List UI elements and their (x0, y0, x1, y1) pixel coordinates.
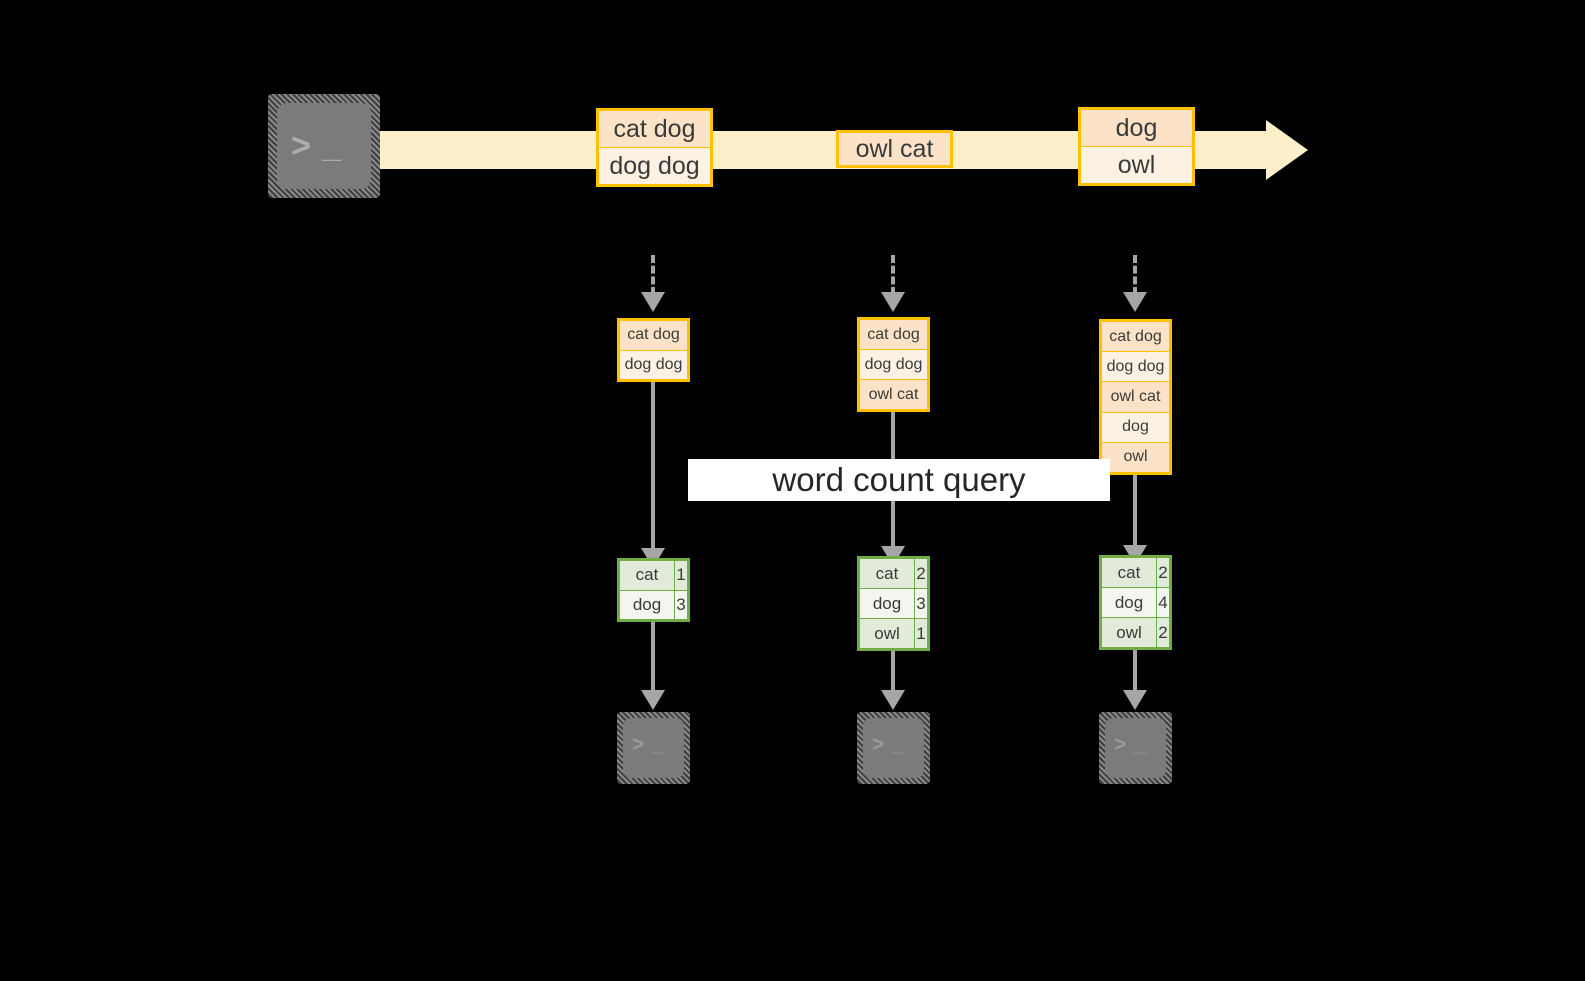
table-row: dog 4 (1102, 588, 1169, 618)
sink-terminal-screen: > _ (623, 718, 684, 778)
trigger-1-dashed-arrowhead (641, 292, 665, 312)
trigger-3-sink-terminal-icon[interactable]: > _ (1099, 712, 1172, 784)
query-label-text: word count query (772, 461, 1026, 498)
input-row: dog (1102, 412, 1169, 443)
result-count: 2 (1158, 622, 1168, 642)
table-row: cat 1 (620, 561, 687, 591)
trigger-2-input-table[interactable]: cat dog dog dog owl cat (857, 317, 930, 412)
query-label: word count query (688, 459, 1110, 501)
trigger-3-dashed-connector (1133, 255, 1137, 295)
trigger-3-result-table[interactable]: cat 2 dog 4 owl 2 (1099, 555, 1172, 650)
stream-batch-3[interactable]: dog owl (1078, 107, 1195, 186)
input-row: cat dog (620, 321, 687, 351)
result-word: dog (860, 589, 915, 618)
stream-line: dog dog (599, 148, 710, 184)
trigger-2-to-sink-arrowhead (881, 690, 905, 710)
result-word: dog (1102, 588, 1157, 617)
result-word: owl (1102, 618, 1157, 647)
terminal-prompt-glyph: > _ (872, 733, 905, 756)
result-count: 3 (676, 594, 686, 614)
table-row: cat 2 (1102, 558, 1169, 588)
result-word: owl (860, 619, 915, 648)
result-word: cat (1102, 558, 1157, 587)
trigger-1-input-table[interactable]: cat dog dog dog (617, 318, 690, 382)
stream-batch-2[interactable]: owl cat (836, 130, 953, 168)
input-row: cat dog (1102, 322, 1169, 353)
table-row: owl 2 (1102, 618, 1169, 647)
trigger-2-to-sink-line (891, 651, 895, 694)
trigger-3-to-sink-arrowhead (1123, 690, 1147, 710)
result-word: cat (860, 559, 915, 588)
trigger-3-dashed-arrowhead (1123, 292, 1147, 312)
trigger-3-to-result-line (1133, 475, 1137, 552)
stream-line: owl (1081, 147, 1192, 183)
table-row: dog 3 (620, 590, 687, 619)
source-terminal-screen: > _ (277, 103, 371, 189)
terminal-prompt-glyph: > _ (291, 127, 343, 165)
trigger-2-dashed-arrowhead (881, 292, 905, 312)
result-count: 1 (916, 623, 926, 643)
stream-band-arrowhead (1266, 120, 1308, 180)
table-row: owl 1 (860, 619, 927, 648)
result-count: 4 (1158, 592, 1168, 612)
terminal-prompt-glyph: > _ (632, 733, 665, 756)
result-count: 1 (676, 565, 686, 585)
result-word: cat (620, 561, 675, 590)
input-row: dog dog (620, 350, 687, 379)
trigger-1-result-table[interactable]: cat 1 dog 3 (617, 558, 690, 622)
result-count: 2 (1158, 562, 1168, 582)
trigger-2-dashed-connector (891, 255, 895, 295)
trigger-1-to-sink-line (651, 622, 655, 694)
trigger-1-to-result-line (651, 382, 655, 552)
trigger-3-to-sink-line (1133, 650, 1137, 694)
table-row: dog 3 (860, 589, 927, 619)
input-row: owl (1102, 442, 1169, 473)
table-row: cat 2 (860, 559, 927, 589)
stream-batch-1[interactable]: cat dog dog dog (596, 108, 713, 187)
stream-line: dog (1081, 110, 1192, 147)
terminal-prompt-glyph: > _ (1114, 733, 1147, 756)
input-row: cat dog (860, 320, 927, 350)
trigger-1-dashed-connector (651, 255, 655, 295)
result-count: 2 (916, 563, 926, 583)
trigger-2-sink-terminal-icon[interactable]: > _ (857, 712, 930, 784)
input-row: owl cat (860, 380, 927, 409)
result-word: dog (620, 590, 675, 619)
trigger-3-input-table[interactable]: cat dog dog dog owl cat dog owl (1099, 319, 1172, 475)
input-row: dog dog (860, 350, 927, 380)
trigger-1-to-sink-arrowhead (641, 690, 665, 710)
sink-terminal-screen: > _ (1105, 718, 1166, 778)
stream-line: cat dog (599, 111, 710, 148)
input-row: dog dog (1102, 352, 1169, 383)
input-row: owl cat (1102, 382, 1169, 413)
source-terminal-icon[interactable]: > _ (268, 94, 380, 198)
trigger-2-result-table[interactable]: cat 2 dog 3 owl 1 (857, 556, 930, 651)
sink-terminal-screen: > _ (863, 718, 924, 778)
trigger-1-sink-terminal-icon[interactable]: > _ (617, 712, 690, 784)
result-count: 3 (916, 593, 926, 613)
stream-line: owl cat (839, 133, 950, 165)
